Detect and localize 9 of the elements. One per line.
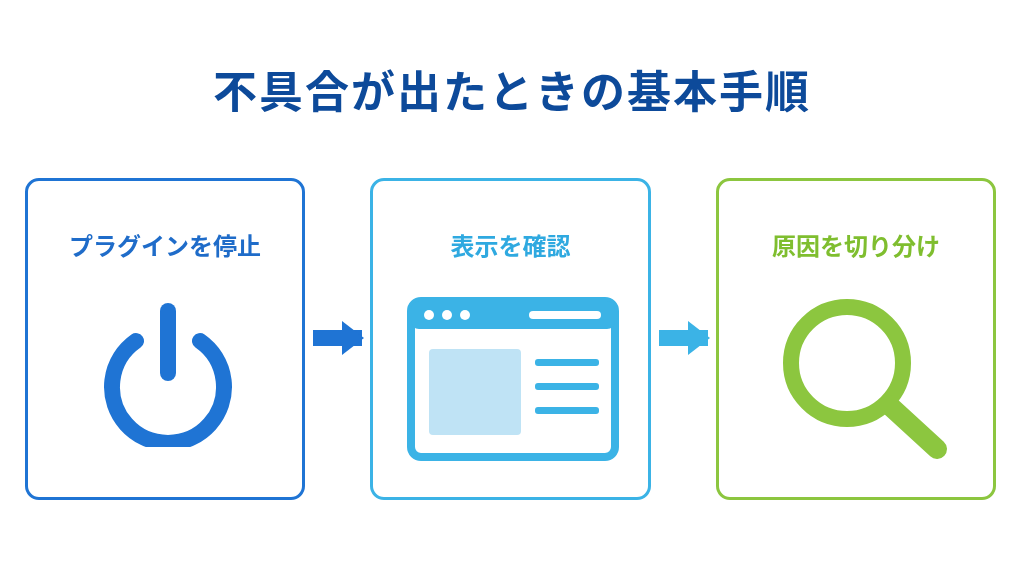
title: 不具合が出たときの基本手順 bbox=[212, 56, 812, 122]
arrow bbox=[659, 321, 710, 355]
step-title: プラグインを停止 bbox=[68, 227, 262, 263]
step-title: 原因を切り分け bbox=[771, 227, 941, 263]
arrow bbox=[313, 321, 364, 355]
step-card bbox=[370, 178, 651, 500]
step-card bbox=[25, 178, 305, 500]
step-card bbox=[716, 178, 996, 500]
step-title: 表示を確認 bbox=[449, 227, 572, 263]
